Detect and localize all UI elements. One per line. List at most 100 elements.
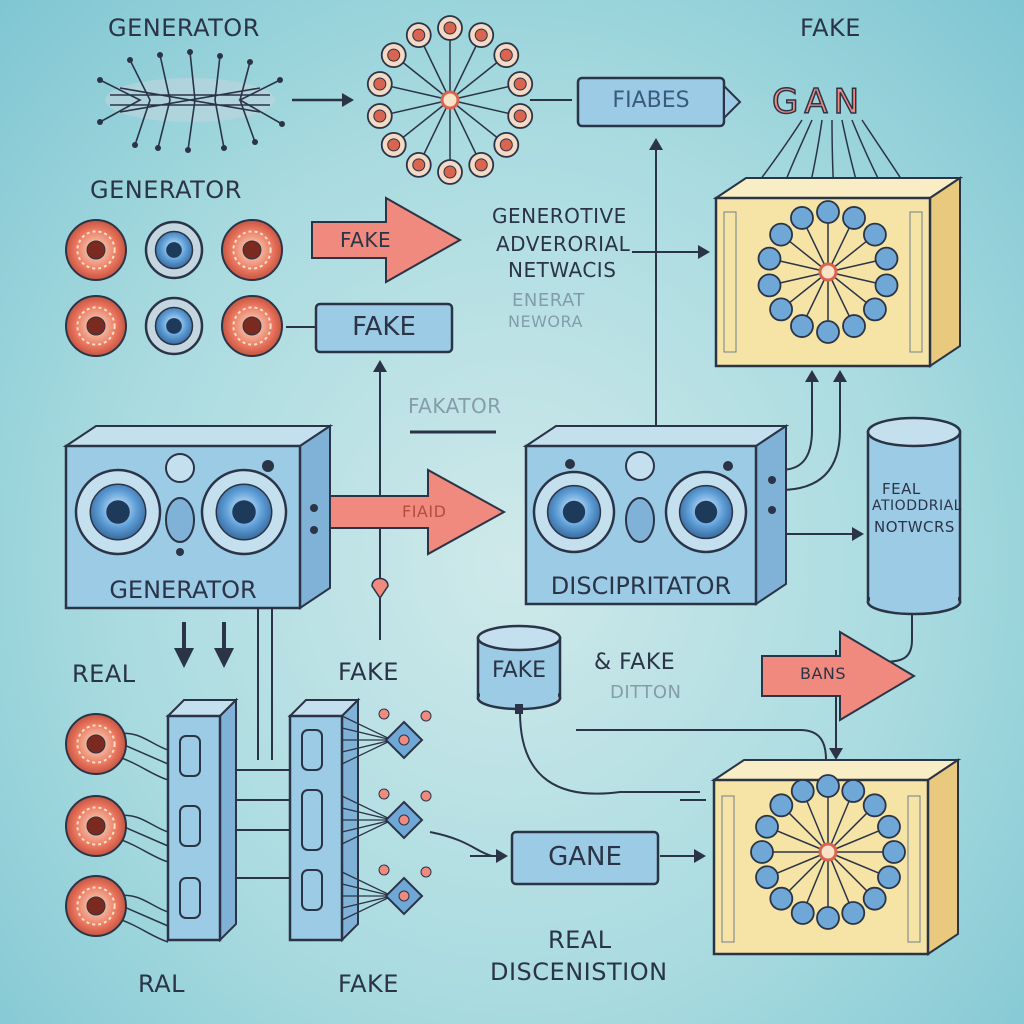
gear-ring <box>232 306 272 346</box>
bottom-panel-left <box>165 697 239 943</box>
label-cylinder-right-1: FEAL <box>882 480 921 498</box>
network-node <box>841 901 866 925</box>
fake-output-nodes <box>341 708 432 921</box>
network-node <box>863 222 887 247</box>
gear-center <box>86 316 106 336</box>
fake-arrow <box>311 196 463 284</box>
hub-node <box>818 842 838 862</box>
label-fakator: FAKATOR <box>408 394 502 418</box>
label-gan-faded-2: NEWORA <box>508 312 583 331</box>
connection-line <box>341 807 393 821</box>
connection-line <box>341 819 393 845</box>
output-dot <box>378 708 390 720</box>
network-node <box>790 206 814 230</box>
network-node-core <box>499 138 513 152</box>
label-real-bottom-left: RAL <box>138 970 185 998</box>
network-node <box>862 886 887 911</box>
down-arrows <box>174 577 389 668</box>
network-node <box>842 206 866 230</box>
network-node <box>816 774 840 798</box>
gear-center <box>242 316 262 336</box>
network-node <box>769 297 793 322</box>
network-node-core <box>387 138 401 152</box>
label-cylinder-right-2: ATIODDRIAL <box>872 498 962 514</box>
gear-ring <box>76 724 116 764</box>
gear-center <box>86 816 106 836</box>
network-box-bottom-right <box>710 758 962 956</box>
network-node <box>769 793 794 818</box>
label-game-box: GANE <box>548 842 622 872</box>
knob-icon <box>165 453 195 483</box>
game-box <box>510 830 660 886</box>
connection-line <box>341 883 393 897</box>
fake-cylinder <box>476 624 562 714</box>
knob-dot <box>262 460 274 472</box>
output-dot <box>420 710 432 722</box>
lens-pupil <box>166 318 182 334</box>
network-node <box>816 200 840 224</box>
diamond-core <box>398 814 410 826</box>
network-node <box>790 779 815 803</box>
connection-line <box>341 715 393 741</box>
label-bans-arrow: BANS <box>800 664 847 683</box>
connection-line <box>341 739 393 765</box>
output-dot <box>420 790 432 802</box>
connection-line <box>121 905 169 927</box>
label-gan-title-2: ADVERORIAL <box>496 232 631 256</box>
network-node-core <box>499 48 513 62</box>
images-box <box>576 76 742 128</box>
bans-arrow <box>761 630 916 722</box>
knob-dot <box>565 459 575 469</box>
label-detection: DITTON <box>610 682 682 703</box>
gear-center <box>242 240 262 260</box>
label-generator-top: GENERATOR <box>108 14 260 42</box>
hub-node <box>440 90 460 110</box>
connection-line <box>341 819 393 833</box>
knob-icon <box>625 497 655 543</box>
lens-pupil <box>562 500 586 524</box>
diamond-core <box>398 734 410 746</box>
connection-line <box>341 895 393 921</box>
label-fake-box: FAKE <box>352 312 416 342</box>
gear-center <box>86 240 106 260</box>
label-images-box: FIABES <box>612 88 690 113</box>
connection-line <box>341 727 393 741</box>
network-node <box>877 865 901 890</box>
network-node-core <box>443 21 457 35</box>
label-real-bottom-mid: REAL <box>548 926 612 954</box>
diamond-core <box>398 890 410 902</box>
network-node-core <box>412 158 426 172</box>
network-node <box>769 886 794 911</box>
network-node <box>790 314 814 338</box>
label-gan-logo: GAN <box>771 81 866 123</box>
knob-dot <box>176 548 184 556</box>
network-node-core <box>373 77 387 91</box>
label-fake-top: FAKE <box>800 14 861 42</box>
discriminator-box <box>522 424 790 606</box>
output-dot <box>420 866 432 878</box>
neural-cluster-icon <box>366 15 534 185</box>
label-and-fake: & FAKE <box>594 650 676 675</box>
connection-line <box>115 755 169 781</box>
hub-node <box>818 262 838 282</box>
connection-line <box>341 795 393 821</box>
network-node <box>790 901 815 925</box>
connection-line <box>121 825 169 847</box>
label-gan-faded-1: ENERAT <box>512 290 585 311</box>
label-generator-left: GENERATOR <box>90 176 242 204</box>
real-networks-cylinder <box>866 416 962 616</box>
network-node <box>877 814 901 839</box>
connection-line <box>341 895 393 909</box>
output-dot <box>378 864 390 876</box>
network-node-core <box>474 28 488 42</box>
network-node <box>757 273 782 298</box>
label-fake-arrow: FAKE <box>340 228 392 252</box>
network-node-core <box>443 165 457 179</box>
network-box-top-right <box>712 176 964 368</box>
network-node-core <box>373 109 387 123</box>
fake-box <box>314 302 454 354</box>
gear-ring <box>76 230 116 270</box>
gear-ring <box>232 230 272 270</box>
gear-ring <box>76 806 116 846</box>
